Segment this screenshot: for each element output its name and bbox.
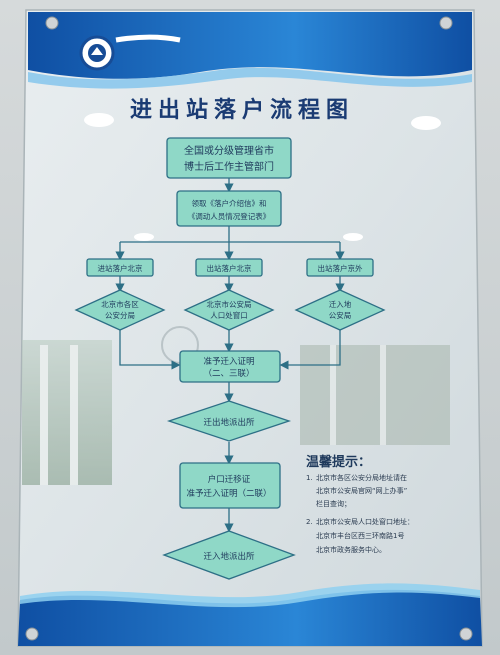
leave-label: 迁出地派出所 bbox=[203, 417, 255, 428]
office-district-line2: 公安分局 bbox=[105, 310, 135, 320]
poster-title: 进出站落户流程图 bbox=[130, 97, 354, 123]
obtain-box bbox=[176, 190, 282, 227]
office-city-line1: 北京市公安局 bbox=[207, 299, 252, 309]
permit2-line1: 户口迁移证 bbox=[208, 474, 251, 485]
tip-1-number: 1. bbox=[306, 474, 313, 482]
arrive-diamond bbox=[162, 530, 296, 580]
office-district bbox=[74, 289, 166, 331]
tip-2-line1: 北京市公安局人口处窗口地址： bbox=[316, 517, 414, 526]
office-dest bbox=[294, 289, 386, 331]
tip-1-line2: 北京市公安局官网“网上办事” bbox=[316, 486, 407, 495]
office-dest-line2: 公安局 bbox=[329, 310, 352, 320]
window-reflection bbox=[22, 326, 450, 485]
tips-panel: 温馨提示： 1. 北京市各区公安分局地址请在 北京市公安局官网“网上办事” 栏目… bbox=[306, 454, 414, 554]
permit2-line2: 准予迁入证明（二联） bbox=[186, 488, 271, 499]
mounting-screws bbox=[25, 16, 473, 641]
leave-diamond bbox=[166, 400, 292, 442]
tip-1-line3: 栏目查询； bbox=[316, 499, 351, 508]
tip-2-line2: 北京市丰台区西三环南路1号 bbox=[316, 531, 404, 540]
branch-out-beijing-label: 出站落户北京 bbox=[207, 263, 252, 273]
start-line1: 全国或分级管理省市 bbox=[184, 144, 274, 157]
branch-in-beijing-label: 进站落户北京 bbox=[98, 263, 143, 273]
start-box bbox=[166, 137, 292, 179]
branch-out-outside bbox=[306, 258, 374, 277]
arrive-label: 迁入地派出所 bbox=[203, 551, 255, 562]
top-wave-band bbox=[28, 12, 472, 79]
start-line2: 博士后工作主管部门 bbox=[184, 160, 274, 173]
light-reflections bbox=[84, 113, 441, 241]
office-dest-line1: 迁入地 bbox=[329, 299, 352, 309]
logo-calligraphy bbox=[115, 34, 181, 43]
permit1-box bbox=[179, 350, 281, 383]
office-city-line2: 人口处窗口 bbox=[210, 310, 248, 320]
tip-2-line3: 北京市政务服务中心。 bbox=[316, 545, 386, 554]
tip-1-line1: 北京市各区公安分局地址请在 bbox=[316, 473, 407, 482]
obtain-line2: 《调动人员情况登记表》 bbox=[188, 211, 271, 221]
university-seal-icon bbox=[79, 34, 181, 71]
permit1-line2: （二、三联） bbox=[203, 368, 254, 379]
branch-out-beijing bbox=[195, 258, 263, 277]
flow-connectors bbox=[115, 178, 345, 533]
obtain-line1: 领取《落户介绍信》和 bbox=[192, 198, 267, 208]
permit2-box bbox=[179, 462, 281, 509]
branch-out-outside-label: 出站落户京外 bbox=[318, 263, 363, 273]
bottom-wave-band bbox=[18, 589, 482, 646]
permit1-line1: 准予迁入证明 bbox=[203, 356, 254, 367]
office-district-line1: 北京市各区 bbox=[101, 299, 139, 309]
tips-heading: 温馨提示： bbox=[306, 454, 371, 470]
branch-in-beijing bbox=[86, 258, 154, 277]
office-city bbox=[183, 289, 275, 331]
tip-2-number: 2. bbox=[306, 518, 313, 526]
